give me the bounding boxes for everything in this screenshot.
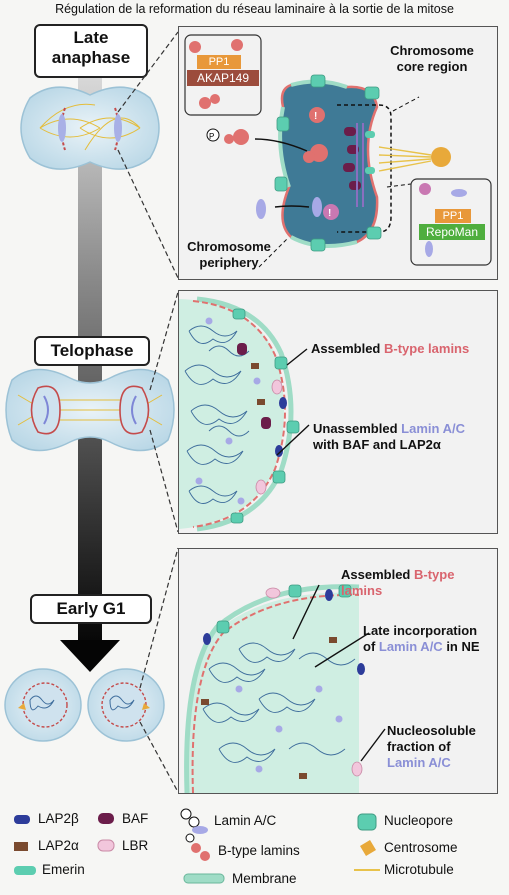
late-anaphase-diagram: ! ! P — [184, 34, 492, 268]
legend-centrosome: Centrosome — [384, 840, 458, 855]
nucleosoluble-line2: fraction of — [387, 739, 451, 754]
late-anaphase-label-line1: Late — [73, 28, 109, 47]
late-anaphase-panel: ! ! P PP1 AKAP149 Chromosome core regi — [178, 26, 498, 280]
svg-text:!: ! — [328, 208, 331, 219]
assembled-btype-label: Assembled B-type lamins — [311, 341, 469, 357]
nucleosoluble-line1: Nucleosoluble — [387, 723, 476, 738]
svg-text:P: P — [209, 132, 214, 141]
early-g1-cells — [4, 668, 165, 742]
late-l2-prefix: of — [363, 639, 379, 654]
membrane-swatch — [183, 873, 225, 884]
nucleosoluble-label: Nucleosoluble fraction of Lamin A/C — [387, 723, 476, 771]
g1-assembled-prefix: Assembled — [341, 567, 414, 582]
nucleosoluble-line3: Lamin A/C — [387, 755, 451, 770]
g1-assembled-line1: Assembled B-type — [341, 567, 454, 583]
legend-lbr: LBR — [122, 838, 149, 853]
core-region-label: Chromosome core region — [377, 43, 487, 75]
btype-swatch — [185, 833, 210, 861]
legend-baf: BAF — [122, 811, 149, 826]
core-region-line2: core region — [396, 59, 468, 74]
pp1-badge-right: PP1 — [435, 209, 471, 223]
early-g1-panel: Assembled B-type lamins Late incorporati… — [178, 548, 498, 794]
periphery-line1: Chromosome — [187, 239, 271, 254]
legend-nucleopore: Nucleopore — [384, 813, 454, 828]
unassembled-line2: with BAF and LAP2α — [313, 437, 441, 452]
late-anaphase-label: Late anaphase — [34, 24, 148, 78]
late-l2-highlight: Lamin A/C — [378, 639, 443, 654]
early-g1-label: Early G1 — [30, 594, 152, 624]
centrosome-swatch — [360, 840, 376, 856]
lap2a-swatch — [14, 842, 28, 851]
assembled-prefix: Assembled — [311, 341, 384, 356]
lap2b-swatch — [14, 815, 30, 824]
lamin-ac-swatch — [180, 808, 208, 834]
unassembled-prefix: Unassembled — [313, 421, 402, 436]
legend-emerin: Emerin — [42, 862, 85, 877]
repoman-badge: RepoMan — [419, 224, 485, 240]
lbr-swatch — [97, 839, 115, 852]
core-region-line1: Chromosome — [390, 43, 474, 58]
g1-assembled-highlight-1: B-type — [413, 567, 455, 582]
late-l2-suffix: in NE — [442, 639, 480, 654]
legend-microtubule: Microtubule — [384, 862, 454, 877]
late-anaphase-label-line2: anaphase — [51, 48, 131, 67]
legend-membrane: Membrane — [232, 871, 297, 886]
nucleopore-swatch — [357, 813, 377, 831]
unassembled-highlight: Lamin A/C — [401, 421, 465, 436]
legend-lamin-ac: Lamin A/C — [214, 813, 277, 828]
early-g1-diagram — [184, 584, 386, 793]
telophase-diagram — [179, 296, 310, 532]
periphery-line2: periphery — [199, 255, 259, 270]
late-anaphase-cell — [20, 86, 160, 170]
g1-assembled-line2: lamins — [341, 583, 383, 598]
telophase-label: Telophase — [34, 336, 150, 366]
baf-swatch — [98, 813, 114, 824]
svg-text:!: ! — [314, 111, 317, 122]
telophase-cell — [5, 368, 175, 452]
late-incorporation-line2: of Lamin A/C in NE — [363, 639, 480, 655]
periphery-label: Chromosome periphery — [183, 239, 275, 271]
late-incorporation-label: Late incorporation of Lamin A/C in NE — [363, 623, 480, 655]
late-incorporation-line1: Late incorporation — [363, 623, 478, 638]
unassembled-lamin-label: Unassembled Lamin A/C with BAF and LAP2α — [313, 421, 465, 453]
akap149-badge: AKAP149 — [187, 70, 259, 86]
legend-btype: B-type lamins — [218, 843, 300, 858]
unassembled-line1: Unassembled Lamin A/C — [313, 421, 465, 437]
g1-assembled-label: Assembled B-type lamins — [341, 567, 454, 599]
emerin-swatch — [14, 866, 36, 875]
pp1-badge-left: PP1 — [197, 55, 241, 69]
legend-lap2a: LAP2α — [38, 838, 79, 853]
assembled-highlight: B-type lamins — [383, 341, 470, 356]
telophase-panel: Assembled B-type lamins Unassembled Lami… — [178, 290, 498, 534]
legend-lap2b: LAP2β — [38, 811, 79, 826]
timeline-arrow-head — [60, 640, 120, 672]
figure-title: Régulation de la reformation du réseau l… — [55, 2, 454, 16]
